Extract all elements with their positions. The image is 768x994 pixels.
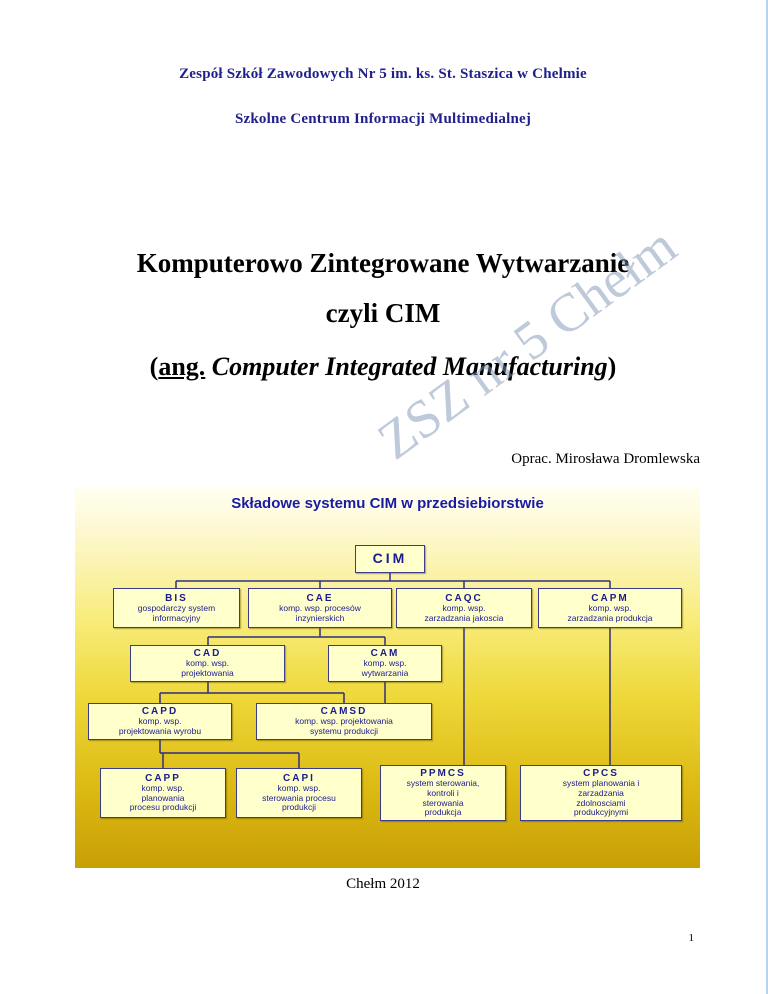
node-abbr: CAM [370, 648, 400, 660]
node-abbr: CIM [372, 550, 408, 567]
node-abbr: CAPP [145, 773, 181, 785]
node-desc: komp. wsp. sterowania procesu produkcji [262, 783, 336, 813]
node-abbr: CAE [306, 592, 334, 604]
center-name: Szkolne Centrum Informacji Multimedialne… [234, 111, 532, 127]
document-title-line1: Komputerowo Zintegrowane Wytwarzanie [136, 248, 630, 278]
author-credit: Oprac. Mirosława Dromlewska [511, 451, 700, 467]
diagram-node-bis: BIS gospodarczy system informacyjny [113, 588, 240, 628]
node-desc: komp. wsp. procesów inzynierskich [279, 602, 361, 623]
node-abbr: CPCS [583, 768, 619, 780]
node-desc: komp. wsp. projektowania wyrobu [118, 716, 202, 736]
diagram-node-capd: CAPD komp. wsp. projektowania wyrobu [88, 703, 232, 740]
node-desc: komp. wsp. zarzadzania produkcja [567, 602, 653, 623]
document-title-line2: czyli CIM [325, 298, 441, 328]
node-abbr: PPMCS [420, 768, 466, 780]
node-abbr: CAD [193, 648, 222, 660]
document-title-line3: (ang. Computer Integrated Manufacturing) [0, 352, 766, 382]
node-abbr: BIS [165, 592, 188, 604]
paren-close: ) [607, 352, 617, 381]
footer-location-year: Chełm 2012 [346, 876, 420, 892]
node-abbr: CAPM [591, 592, 629, 604]
diagram-node-cpcs: CPCS system planowania i zarzadzania zdo… [520, 765, 682, 821]
english-title: Computer Integrated Manufacturing [205, 352, 608, 381]
node-abbr: CAMSD [320, 706, 368, 718]
node-abbr: CAQC [445, 592, 483, 604]
node-desc: komp. wsp. planowania procesu produkcji [129, 783, 197, 813]
node-desc: komp. wsp. projektowania [181, 658, 234, 678]
node-desc: komp. wsp. zarzadzania jakoscia [424, 602, 504, 623]
diagram-node-cam: CAM komp. wsp. wytwarzania [328, 645, 442, 682]
node-abbr: CAPI [283, 773, 315, 785]
node-desc: gospodarczy system informacyjny [137, 602, 216, 623]
diagram-node-cad: CAD komp. wsp. projektowania [130, 645, 285, 682]
diagram-node-camsd: CAMSD komp. wsp. projektowania systemu p… [256, 703, 432, 740]
diagram-node-capi: CAPI komp. wsp. sterowania procesu produ… [236, 768, 362, 818]
ang-label: ang. [158, 352, 206, 381]
diagram-title: Składowe systemu CIM w przedsiebiorstwie [231, 495, 544, 512]
diagram-node-capp: CAPP komp. wsp. planowania procesu produ… [100, 768, 226, 818]
node-desc: system planowania i zarzadzania zdolnosc… [562, 778, 640, 818]
diagram-node-ppmcs: PPMCS system sterowania, kontroli i ster… [380, 765, 506, 821]
page-number: 1 [688, 932, 695, 944]
cim-diagram: Składowe systemu CIM w przedsiebiorstwie… [75, 487, 700, 868]
diagram-node-capm: CAPM komp. wsp. zarzadzania produkcja [538, 588, 682, 628]
connector-lines [159, 573, 611, 768]
paren-open: ( [149, 352, 159, 381]
node-desc: komp. wsp. wytwarzania [361, 658, 409, 678]
node-desc: komp. wsp. projektowania systemu produkc… [295, 716, 393, 736]
diagram-node-caqc: CAQC komp. wsp. zarzadzania jakoscia [396, 588, 532, 628]
node-desc: system sterowania, kontroli i sterowania… [406, 778, 480, 818]
node-abbr: CAPD [141, 706, 179, 718]
diagram-node-cae: CAE komp. wsp. procesów inzynierskich [248, 588, 392, 628]
diagram-node-cim: CIM [355, 545, 425, 573]
school-name: Zespół Szkół Zawodowych Nr 5 im. ks. St.… [179, 66, 587, 82]
